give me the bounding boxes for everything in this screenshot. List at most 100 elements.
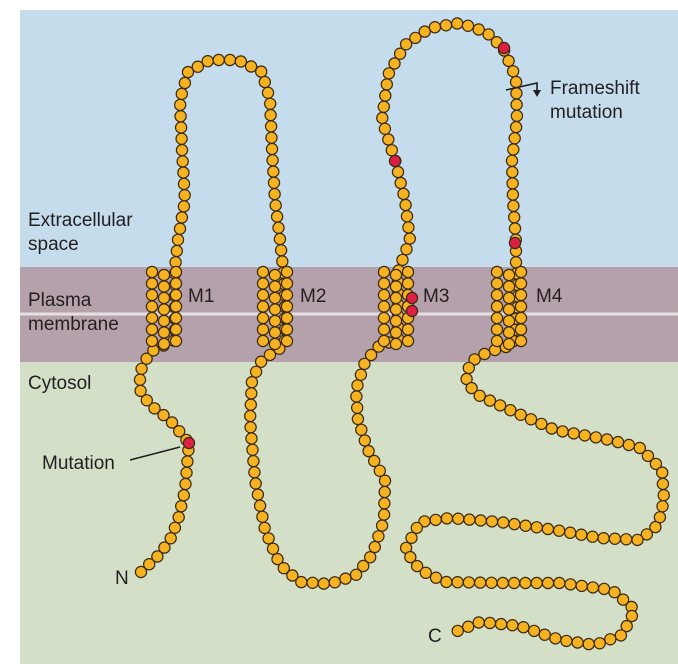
amino-acid-residue (276, 255, 289, 268)
amino-acid-residue (245, 387, 258, 400)
helix-m4-residue (502, 326, 516, 339)
mutation-residue (182, 436, 196, 450)
amino-acid-residue (372, 530, 385, 543)
amino-acid-residue (133, 373, 147, 386)
amino-acid-residue (388, 57, 401, 70)
amino-acid-residue (656, 466, 669, 479)
helix-m1-residue (157, 326, 171, 339)
amino-acid-residue (258, 521, 271, 535)
extracellular-space-label-line1: Extracellular (28, 210, 133, 231)
amino-acid-residue (608, 586, 621, 599)
amino-acid-residue (148, 402, 161, 415)
amino-acid-residue (631, 533, 644, 547)
amino-acid-residue (256, 510, 269, 523)
amino-acid-residue (508, 517, 521, 531)
amino-acid-residue (373, 464, 386, 477)
plasma-membrane-label: Plasma membrane (28, 290, 119, 335)
helix-m2-residue (280, 334, 294, 348)
amino-acid-residue (265, 131, 278, 144)
amino-acid-residue (622, 438, 636, 452)
amino-acid-residue (582, 637, 595, 651)
mutation-pointer-line (129, 446, 181, 461)
amino-acid-residue (172, 511, 185, 524)
amino-acid-residue (375, 519, 389, 532)
amino-acid-residue (379, 89, 392, 102)
amino-acid-residue (641, 449, 655, 463)
amino-acid-residue (263, 348, 277, 362)
amino-acid-residue (266, 542, 280, 556)
amino-acid-residue (249, 365, 263, 378)
amino-acid-residue (419, 566, 432, 580)
amino-acid-residue (245, 376, 259, 389)
amino-acid-residue (578, 429, 592, 442)
amino-acid-residue (358, 357, 371, 371)
plasma-membrane-label-line1: Plasma (28, 290, 92, 311)
helix-m1-residue (169, 323, 183, 336)
amino-acid-residue (378, 497, 391, 510)
amino-acid-residue (265, 142, 279, 156)
amino-acid-residue (191, 60, 204, 73)
amino-acid-residue (173, 222, 187, 235)
amino-acid-residue (545, 422, 558, 435)
helix-m4-residue (514, 288, 528, 302)
amino-acid-residue (378, 474, 392, 487)
amino-acid-residue (382, 67, 396, 80)
helix-m3-residue (377, 265, 391, 279)
amino-acid-residue (586, 530, 599, 543)
amino-acid-residue (244, 421, 257, 434)
amino-acid-residue (378, 122, 392, 136)
amino-acid-residue (403, 232, 416, 245)
helix-m1-residue (157, 268, 171, 282)
amino-acid-residue (418, 25, 431, 38)
amino-acid-residue (175, 211, 189, 224)
amino-acid-residue (597, 582, 611, 596)
amino-acid-residue (505, 154, 519, 167)
helix-m3-residue (401, 277, 415, 290)
amino-acid-residue (633, 441, 647, 455)
amino-acid-residue (657, 489, 670, 502)
helix-m3-residue (389, 337, 403, 351)
amino-acid-residue (549, 632, 562, 645)
helix-m2-residue (280, 277, 294, 290)
helix-m4-residue (490, 334, 504, 348)
helix-m2-residue (268, 314, 282, 328)
helix-m3-residue (377, 277, 391, 290)
amino-acid-residue (404, 550, 417, 564)
helix-m1-residue (169, 334, 183, 348)
amino-acid-residue (575, 579, 588, 593)
helix-m1-residue (157, 337, 171, 351)
helix-m3-residue (401, 323, 415, 336)
amino-acid-residue (362, 444, 375, 458)
amino-acid-residue (339, 572, 352, 585)
amino-acid-residue (306, 576, 319, 590)
helix-m1-residue (169, 277, 183, 290)
amino-acid-residue (134, 565, 148, 579)
helix-m3-residue (389, 303, 403, 316)
amino-acid-residue (269, 199, 282, 212)
amino-acid-residue (560, 634, 573, 648)
amino-acid-residue (175, 132, 188, 145)
amino-acid-residue (530, 576, 543, 590)
amino-acid-residue (358, 434, 371, 447)
amino-acid-residue (377, 100, 390, 114)
amino-acid-residue (378, 485, 391, 499)
amino-acid-residue (451, 17, 464, 30)
amino-acid-residue (494, 617, 508, 631)
amino-acid-residue (223, 53, 237, 67)
amino-acid-residue (429, 571, 443, 584)
amino-acid-residue (181, 455, 194, 468)
amino-acid-residue (468, 353, 481, 366)
amino-acid-residue (497, 516, 510, 529)
amino-acid-residue (478, 347, 491, 361)
amino-acid-residue (377, 508, 391, 521)
amino-acid-residue (244, 60, 258, 73)
amino-acid-residue (506, 177, 519, 190)
helix-m3-residue (377, 323, 391, 336)
amino-acid-residue (527, 624, 541, 638)
amino-acid-residue (429, 513, 442, 527)
helix-m2-residue (268, 291, 282, 305)
amino-acid-residue (474, 576, 487, 589)
amino-acid-residue (246, 443, 259, 456)
amino-acid-chain (133, 17, 670, 651)
amino-acid-residue (538, 628, 551, 641)
